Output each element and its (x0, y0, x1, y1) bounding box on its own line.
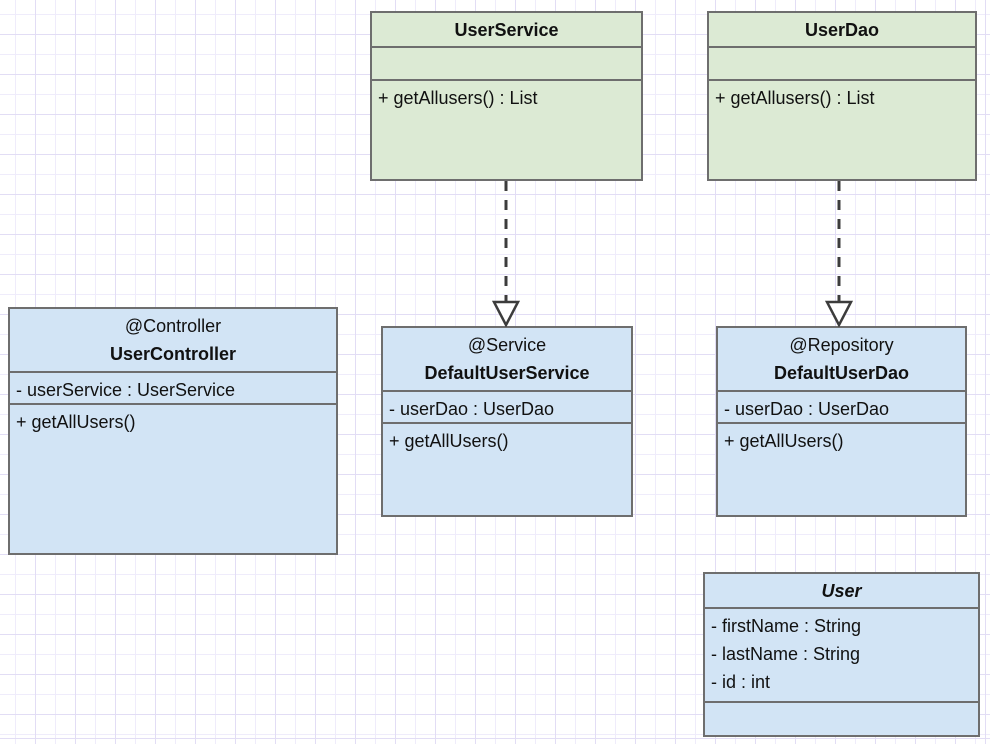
realization-arrow-userservice[interactable] (491, 181, 521, 327)
class-box-defaultuserdao[interactable]: @Repository DefaultUserDao - userDao : U… (716, 326, 967, 517)
class-header: @Controller UserController (10, 309, 336, 371)
attribute-row: - firstName : String (711, 616, 862, 636)
class-name: UserDao (804, 19, 880, 40)
methods-section: + getAllUsers() (718, 422, 965, 515)
class-name: UserService (454, 19, 559, 40)
attribute-row: - userService : UserService (16, 380, 236, 400)
method-row: + getAllUsers() (724, 431, 844, 451)
class-stereotype: @Service (467, 335, 547, 355)
methods-section: + getAllUsers() (10, 403, 336, 553)
method-row: + getAllusers() : List (378, 88, 538, 108)
class-name: DefaultUserService (424, 363, 590, 383)
method-row: + getAllUsers() (389, 431, 509, 451)
class-box-usercontroller[interactable]: @Controller UserController - userService… (8, 307, 338, 555)
attribute-row: - id : int (711, 672, 771, 692)
class-header: UserDao (709, 13, 975, 46)
methods-section (705, 701, 978, 735)
class-name: UserController (109, 344, 237, 364)
class-stereotype: @Repository (789, 335, 894, 355)
class-box-userservice[interactable]: UserService + getAllusers() : List (370, 11, 643, 181)
methods-section: + getAllUsers() (383, 422, 631, 515)
hollow-triangle-arrowhead (491, 300, 521, 327)
methods-section: + getAllusers() : List (372, 79, 641, 179)
class-box-userdao[interactable]: UserDao + getAllusers() : List (707, 11, 977, 181)
method-row: + getAllusers() : List (715, 88, 875, 108)
attributes-section: - userService : UserService (10, 371, 336, 403)
class-box-user[interactable]: User - firstName : String - lastName : S… (703, 572, 980, 737)
class-header: @Service DefaultUserService (383, 328, 631, 390)
realization-arrow-userdao[interactable] (824, 181, 854, 327)
class-header: UserService (372, 13, 641, 46)
attributes-section: - firstName : String - lastName : String… (705, 607, 978, 701)
class-header: User (705, 574, 978, 607)
class-header: @Repository DefaultUserDao (718, 328, 965, 390)
class-stereotype: @Controller (124, 316, 222, 336)
method-row: + getAllUsers() (16, 412, 136, 432)
class-name: User (821, 580, 862, 601)
class-name: DefaultUserDao (773, 363, 910, 383)
attributes-section (709, 46, 975, 79)
methods-section: + getAllusers() : List (709, 79, 975, 179)
attribute-row: - userDao : UserDao (389, 399, 555, 419)
attributes-section: - userDao : UserDao (383, 390, 631, 422)
hollow-triangle-arrowhead (824, 300, 854, 327)
attributes-section (372, 46, 641, 79)
attribute-row: - lastName : String (711, 644, 861, 664)
attributes-section: - userDao : UserDao (718, 390, 965, 422)
class-box-defaultuserservice[interactable]: @Service DefaultUserService - userDao : … (381, 326, 633, 517)
attribute-row: - userDao : UserDao (724, 399, 890, 419)
